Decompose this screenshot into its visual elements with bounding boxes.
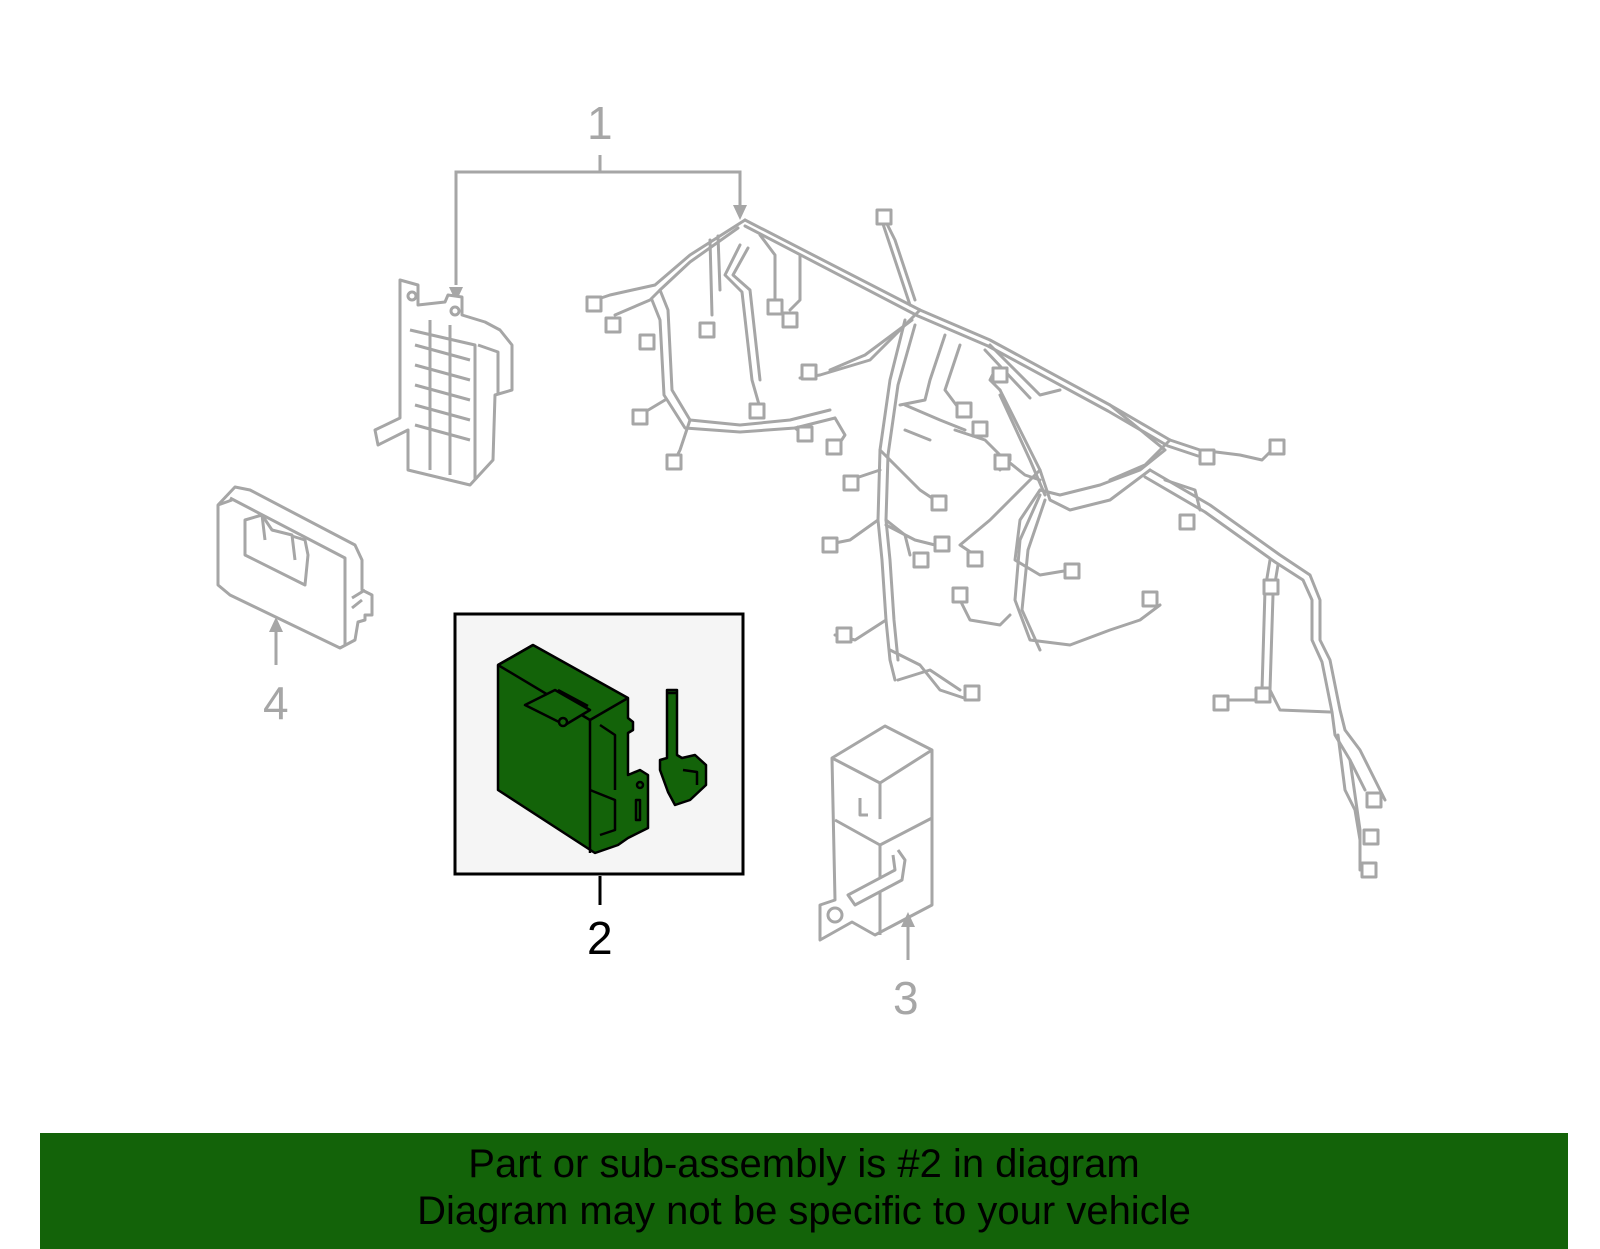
- bracket-module-part-3[interactable]: [818, 724, 934, 942]
- junction-block-part[interactable]: [373, 278, 514, 487]
- banner-line-1: Part or sub-assembly is #2 in diagram: [468, 1142, 1140, 1186]
- callout-1-label: 1: [587, 97, 613, 149]
- wiring-harness-part[interactable]: [585, 208, 1387, 879]
- callout-2-label: 2: [587, 912, 613, 964]
- banner-line-2: Diagram may not be specific to your vehi…: [417, 1189, 1191, 1233]
- callout-4-leader: [269, 617, 283, 665]
- callout-4-label: 4: [263, 677, 289, 729]
- control-unit-part-2[interactable]: [496, 643, 708, 855]
- control-module-part-4[interactable]: [216, 485, 374, 650]
- callout-3-label: 3: [893, 972, 919, 1024]
- callout-3-leader: [901, 912, 915, 960]
- callout-1-leader: [449, 155, 747, 302]
- info-banner: Part or sub-assembly is #2 in diagram Di…: [40, 1133, 1568, 1249]
